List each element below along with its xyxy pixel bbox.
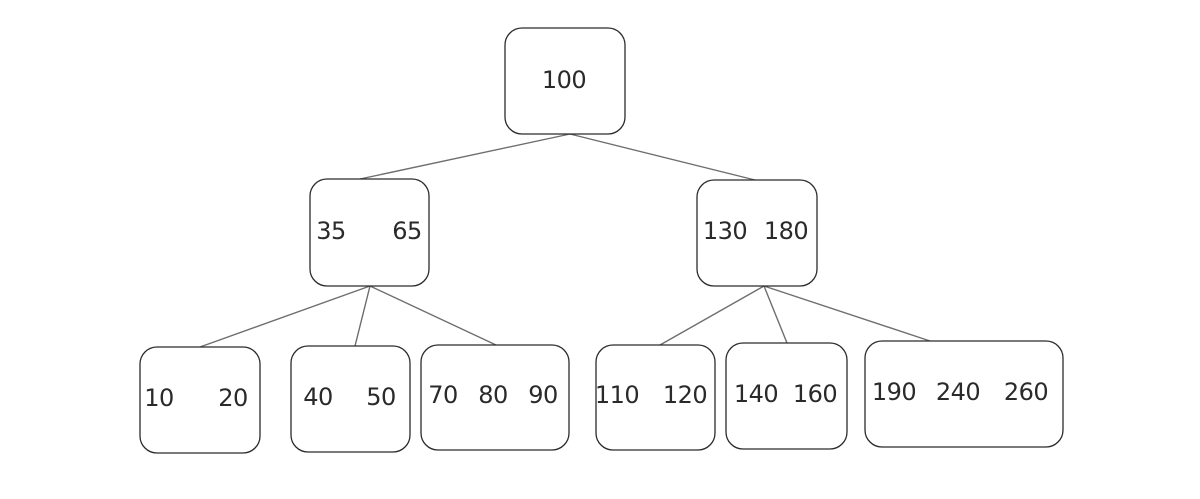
- leaf-1-key-2: 20: [218, 384, 248, 412]
- leaf-2-key-2: 50: [366, 383, 396, 411]
- edge-right-to-leaf-6: [763, 285, 931, 342]
- edge-left-to-leaf-2: [354, 285, 371, 347]
- leaf-node-1: 10 20: [139, 346, 261, 454]
- leaf-3-key-2: 80: [478, 381, 508, 409]
- leaf-node-6-box: [864, 340, 1064, 448]
- leaf-5-key-1: 140: [734, 380, 778, 408]
- internal-node-left: 35 65: [309, 178, 430, 287]
- edge-right-to-leaf-5: [763, 285, 788, 344]
- leaf-2-key-1: 40: [303, 383, 333, 411]
- leaf-6-key-3: 260: [1004, 378, 1048, 406]
- leaf-node-5: 140 160: [725, 342, 848, 450]
- leaf-5-key-2: 160: [793, 380, 837, 408]
- edge-left-to-leaf-1: [199, 285, 371, 348]
- leaf-node-1-box: [139, 346, 261, 454]
- internal-left-key-2: 65: [392, 217, 422, 245]
- leaf-node-6: 190 240 260: [864, 340, 1064, 448]
- edge-left-to-leaf-3: [369, 285, 497, 346]
- internal-node-right-box: [696, 179, 818, 287]
- leaf-node-2-box: [290, 345, 411, 453]
- root-node: 100: [504, 27, 626, 135]
- leaf-3-key-1: 70: [428, 381, 458, 409]
- internal-node-left-box: [309, 178, 430, 287]
- edge-root-to-right: [569, 133, 756, 181]
- leaf-node-4: 110 120: [595, 344, 716, 451]
- leaf-4-key-1: 110: [595, 381, 639, 409]
- root-node-box: [504, 27, 626, 135]
- internal-node-right: 130 180: [696, 179, 818, 287]
- leaf-node-3-box: [420, 344, 570, 451]
- leaf-node-2: 40 50: [290, 345, 411, 453]
- edge-right-to-leaf-4: [659, 285, 765, 346]
- internal-right-key-1: 130: [703, 217, 747, 245]
- leaf-node-4-box: [595, 344, 716, 451]
- leaf-node-3: 70 80 90: [420, 344, 570, 451]
- edge-root-to-left: [359, 133, 571, 180]
- leaf-6-key-1: 190: [872, 378, 916, 406]
- root-key-1: 100: [542, 66, 586, 94]
- leaf-3-key-3: 90: [528, 381, 558, 409]
- leaf-1-key-1: 10: [144, 384, 174, 412]
- tree-edges: [199, 133, 931, 348]
- internal-left-key-1: 35: [316, 217, 346, 245]
- leaf-node-5-box: [725, 342, 848, 450]
- leaf-6-key-2: 240: [936, 378, 980, 406]
- internal-right-key-2: 180: [764, 217, 808, 245]
- leaf-4-key-2: 120: [663, 381, 707, 409]
